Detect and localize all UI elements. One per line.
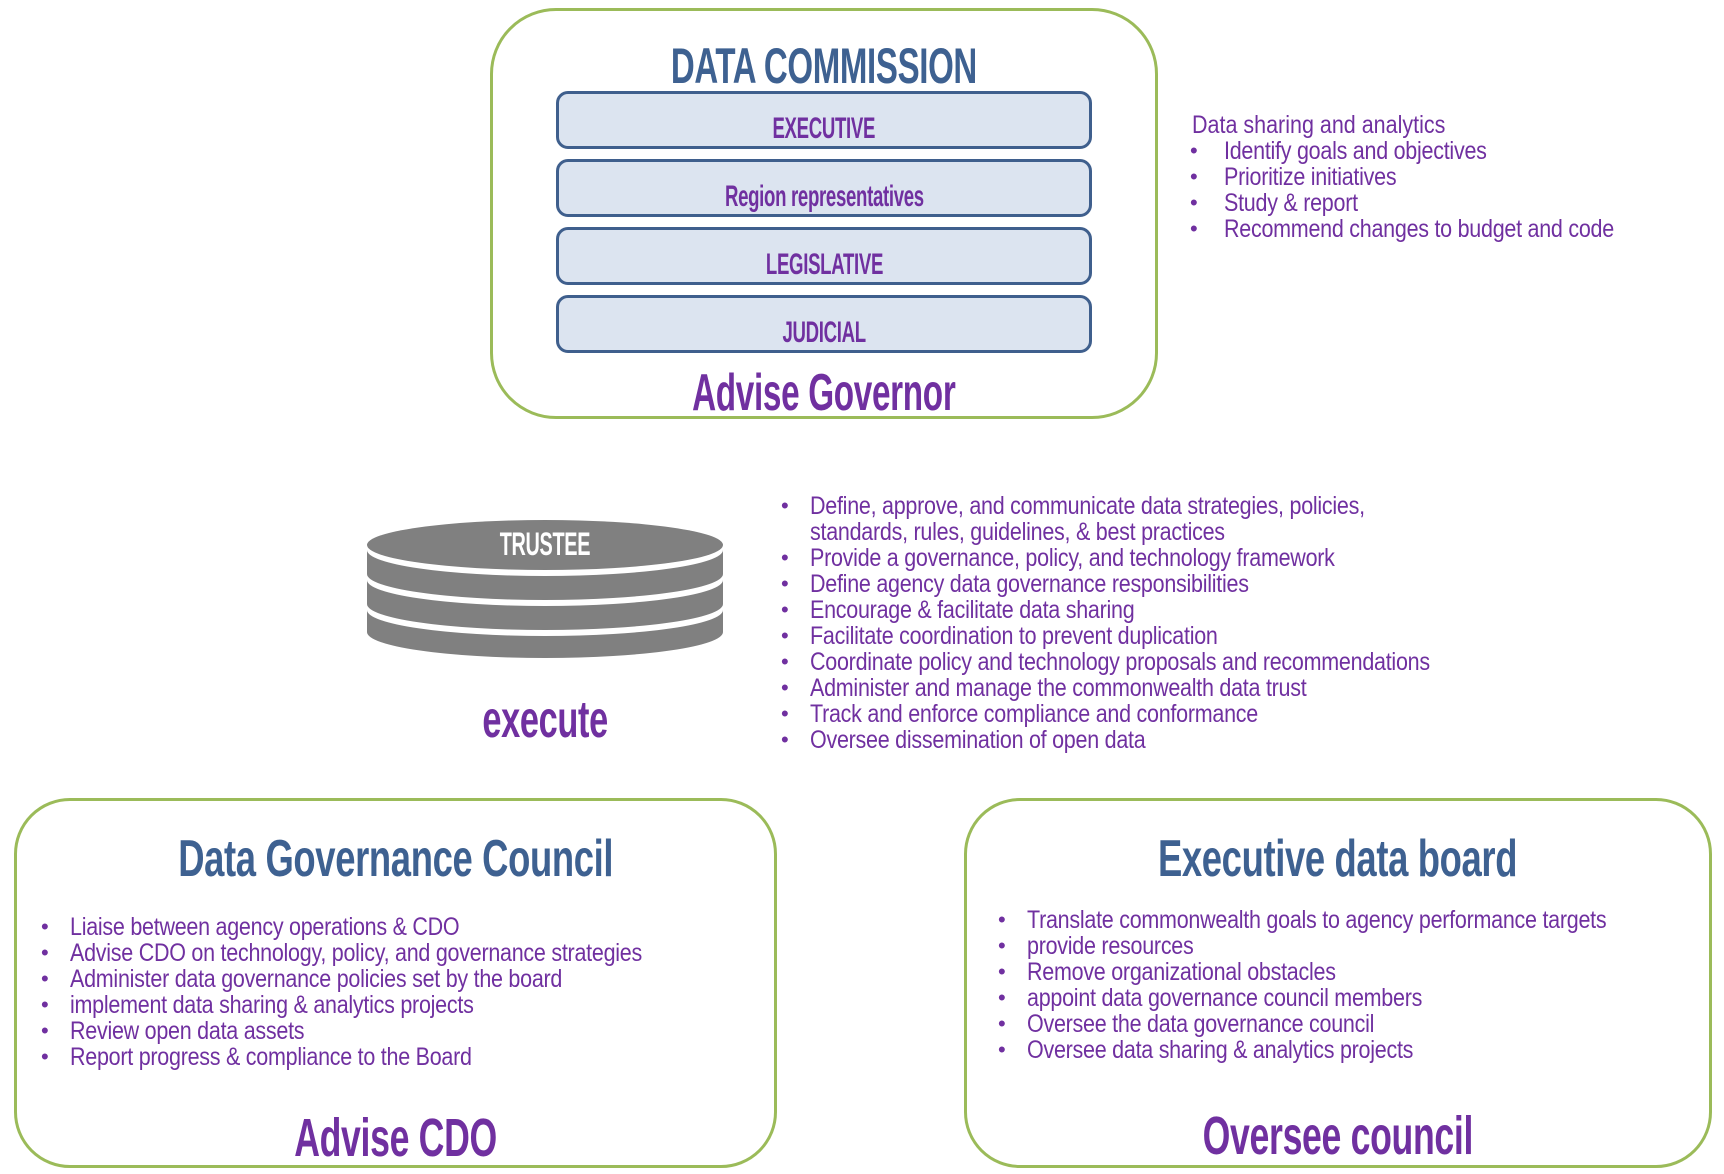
list-item: Prioritize initiatives — [1190, 164, 1677, 190]
bar-legislative: LEGISLATIVE — [556, 227, 1092, 285]
commission-title: DATA COMMISSION — [670, 38, 978, 94]
list-item: Review open data assets — [41, 1018, 735, 1044]
list-item: Administer data governance policies set … — [41, 966, 735, 992]
list-item: Identify goals and objectives — [1190, 138, 1677, 164]
trustee-role-wrap: execute — [366, 690, 724, 750]
bar-region-representatives: Region representatives — [556, 159, 1092, 217]
list-item: implement data sharing & analytics proje… — [41, 992, 735, 1018]
board-role-wrap: Oversee council — [967, 1105, 1709, 1167]
executive-data-board-box: Executive data board Translate commonwea… — [964, 798, 1712, 1168]
list-item: appoint data governance council members — [998, 985, 1701, 1011]
list-item: Track and enforce compliance and conform… — [781, 701, 1531, 727]
bar-region-representatives-label: Region representatives — [724, 180, 924, 213]
list-item: Oversee dissemination of open data — [781, 727, 1531, 753]
list-item: Remove organizational obstacles — [998, 959, 1701, 985]
list-item: Translate commonwealth goals to agency p… — [998, 907, 1701, 933]
trustee-role: execute — [482, 691, 608, 749]
list-item: Provide a governance, policy, and techno… — [781, 545, 1531, 571]
commission-title-wrap: DATA COMMISSION — [493, 37, 1155, 95]
council-title: Data Governance Council — [178, 830, 613, 888]
council-role-wrap: Advise CDO — [17, 1107, 774, 1169]
list-item: Oversee the data governance council — [998, 1011, 1701, 1037]
bar-executive: EXECUTIVE — [556, 91, 1092, 149]
list-item: Report progress & compliance to the Boar… — [41, 1044, 735, 1070]
list-item: Coordinate policy and technology proposa… — [781, 649, 1531, 675]
commission-side-heading: Data sharing and analytics — [1192, 111, 1446, 139]
list-item: Facilitate coordination to prevent dupli… — [781, 623, 1531, 649]
council-role: Advise CDO — [294, 1108, 497, 1168]
list-item: Liaise between agency operations & CDO — [41, 914, 735, 940]
database-stack-icon — [367, 520, 723, 658]
board-title-wrap: Executive data board — [967, 829, 1709, 889]
board-role: Oversee council — [1202, 1106, 1474, 1166]
list-item: Advise CDO on technology, policy, and go… — [41, 940, 735, 966]
commission-side-list: Identify goals and objectives Prioritize… — [1190, 138, 1677, 242]
list-item: Study & report — [1190, 190, 1677, 216]
bar-legislative-label: LEGISLATIVE — [765, 248, 883, 281]
list-item: provide resources — [998, 933, 1701, 959]
list-item: Define agency data governance responsibi… — [781, 571, 1531, 597]
commission-role-wrap: Advise Governor — [493, 363, 1155, 423]
board-title: Executive data board — [1158, 830, 1518, 888]
data-governance-council-box: Data Governance Council Liaise between a… — [14, 798, 777, 1168]
list-item: Oversee data sharing & analytics project… — [998, 1037, 1701, 1063]
commission-side-notes: Data sharing and analytics Identify goal… — [1190, 111, 1677, 242]
list-item: Encourage & facilitate data sharing — [781, 597, 1531, 623]
bar-judicial-label: JUDICIAL — [782, 316, 866, 349]
trustee-label-wrap: TRUSTEE — [366, 526, 724, 563]
list-item-continuation: standards, rules, guidelines, & best pra… — [810, 518, 1225, 546]
trustee-responsibilities-list: Define, approve, and communicate data st… — [781, 493, 1531, 753]
council-responsibilities-list: Liaise between agency operations & CDO A… — [41, 914, 735, 1070]
trustee-database-icon: TRUSTEE — [366, 518, 724, 662]
data-commission-box: DATA COMMISSION EXECUTIVE Region represe… — [490, 8, 1158, 422]
bar-judicial: JUDICIAL — [556, 295, 1092, 353]
bar-executive-label: EXECUTIVE — [772, 112, 876, 145]
list-item: Recommend changes to budget and code — [1190, 216, 1677, 242]
council-title-wrap: Data Governance Council — [17, 829, 774, 889]
commission-role: Advise Governor — [692, 364, 956, 422]
board-responsibilities-list: Translate commonwealth goals to agency p… — [998, 907, 1701, 1063]
list-item: Administer and manage the commonwealth d… — [781, 675, 1531, 701]
list-item: Define, approve, and communicate data st… — [781, 493, 1531, 519]
trustee-label: TRUSTEE — [499, 526, 591, 562]
